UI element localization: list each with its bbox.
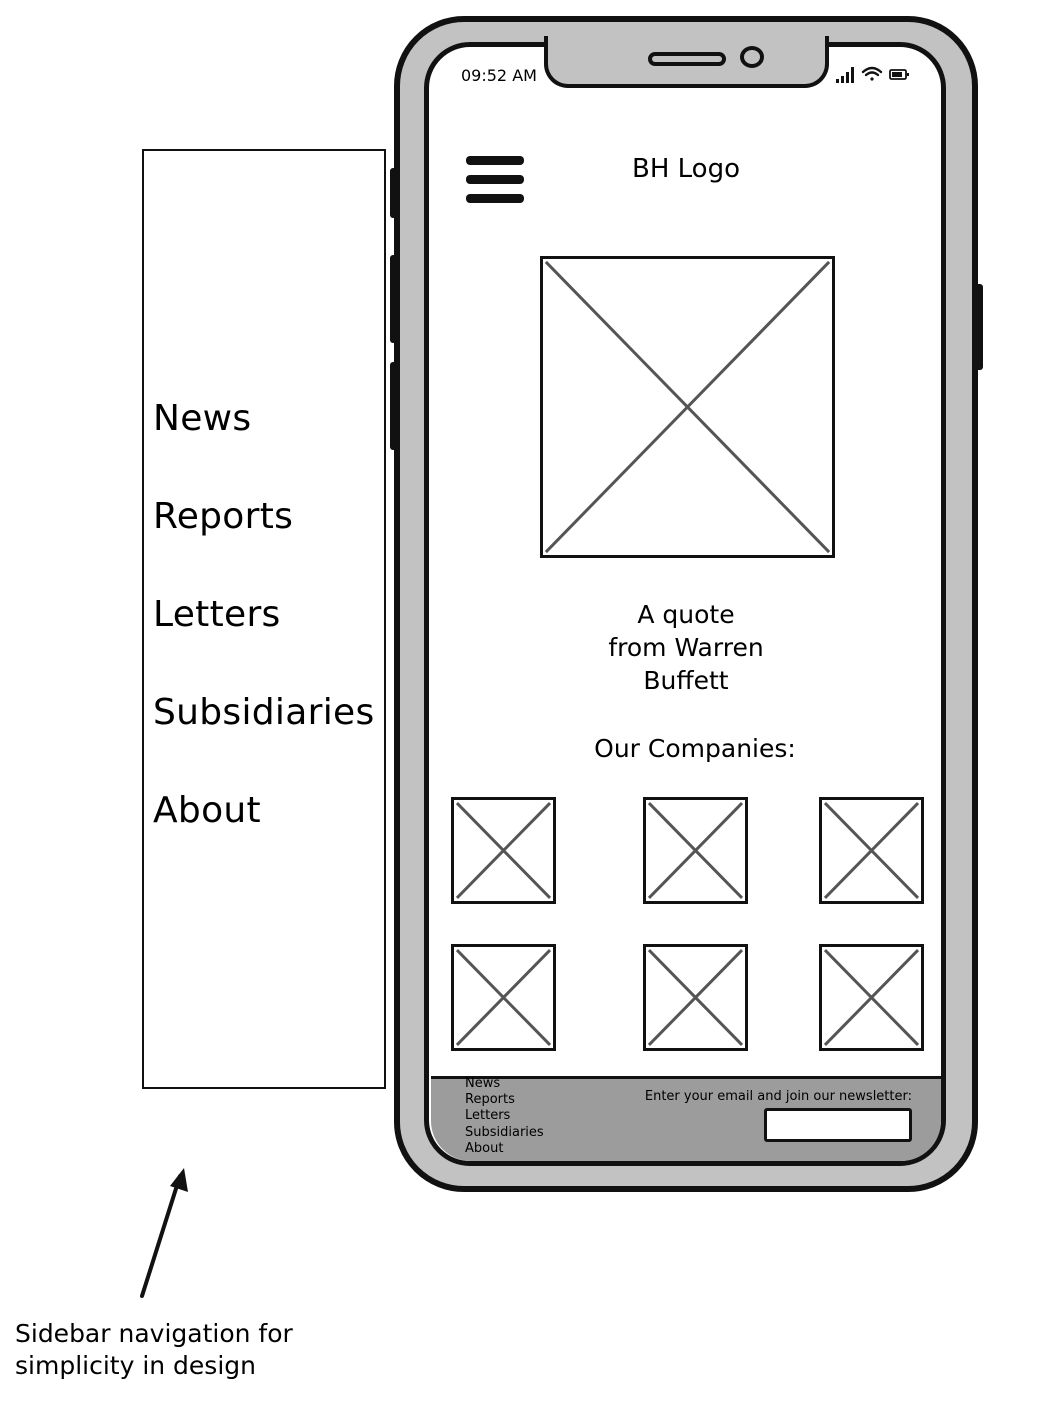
sidebar-item-subsidiaries[interactable]: Subsidiaries: [153, 692, 375, 733]
image-placeholder-icon: [543, 259, 832, 555]
footer-link-subsidiaries[interactable]: Subsidiaries: [465, 1125, 544, 1140]
image-placeholder-icon: [822, 800, 921, 901]
speaker-icon: [648, 52, 726, 66]
newsletter-label: Enter your email and join our newsletter…: [644, 1089, 912, 1104]
warren-buffett-quote: A quote from Warren Buffett: [608, 600, 764, 695]
battery-icon: [889, 69, 909, 80]
signal-icon: [836, 67, 854, 83]
status-icons: [836, 66, 909, 83]
bh-logo[interactable]: BH Logo: [632, 154, 740, 184]
phone-volume-up-button: [390, 255, 398, 343]
wifi-icon: [861, 66, 883, 81]
sidebar-item-letters[interactable]: Letters: [153, 594, 281, 635]
camera-icon: [740, 46, 764, 68]
footer-link-news[interactable]: News: [465, 1076, 501, 1091]
company-logo-placeholder[interactable]: [451, 944, 556, 1051]
company-logo-placeholder[interactable]: [643, 944, 748, 1051]
sidebar-item-reports[interactable]: Reports: [153, 496, 294, 537]
image-placeholder-icon: [646, 947, 745, 1048]
phone-silent-switch: [390, 168, 398, 218]
company-logo-placeholder[interactable]: [451, 797, 556, 904]
company-logo-placeholder[interactable]: [819, 944, 924, 1051]
hero-image-placeholder: [540, 256, 835, 558]
sidebar-annotation: Sidebar navigation for simplicity in des…: [15, 1319, 293, 1380]
hamburger-menu-icon[interactable]: [466, 156, 524, 206]
status-time: 09:52 AM: [461, 66, 537, 85]
sidebar-item-about[interactable]: About: [153, 790, 261, 831]
company-logo-placeholder[interactable]: [819, 797, 924, 904]
footer-link-letters[interactable]: Letters: [465, 1108, 511, 1123]
newsletter-email-input[interactable]: [764, 1108, 912, 1142]
sidebar-item-news[interactable]: News: [153, 398, 252, 439]
image-placeholder-icon: [822, 947, 921, 1048]
image-placeholder-icon: [454, 947, 553, 1048]
image-placeholder-icon: [646, 800, 745, 901]
sidebar-nav: News Reports Letters Subsidiaries About: [142, 149, 386, 1089]
company-logo-placeholder[interactable]: [643, 797, 748, 904]
phone-power-button: [975, 284, 983, 370]
phone-volume-down-button: [390, 362, 398, 450]
arrow-icon: [140, 1168, 188, 1298]
footer-link-about[interactable]: About: [465, 1141, 504, 1156]
image-placeholder-icon: [454, 800, 553, 901]
footer-link-reports[interactable]: Reports: [465, 1092, 515, 1107]
companies-title: Our Companies:: [594, 734, 796, 763]
